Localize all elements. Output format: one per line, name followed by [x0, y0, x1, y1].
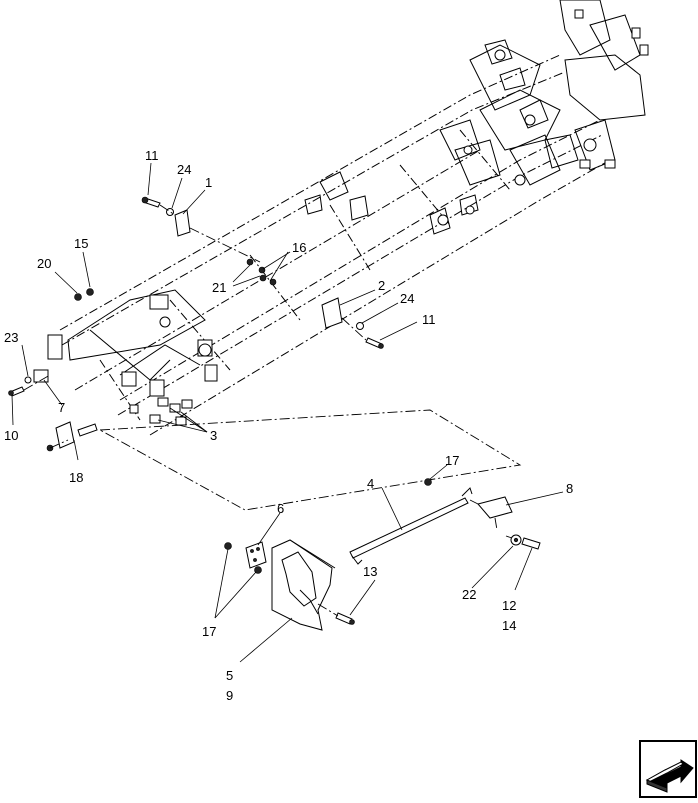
callout-5: 5	[226, 668, 233, 683]
callout-21: 21	[212, 280, 226, 295]
nut-17-left-b	[254, 566, 262, 574]
bracket-assembly-upper	[141, 196, 261, 263]
nuts-20-15	[74, 288, 94, 301]
leader-lines	[11, 162, 564, 663]
callout-11: 11	[145, 148, 159, 163]
rod-assembly-boundary	[98, 409, 522, 511]
callout-8: 8	[566, 481, 573, 496]
callout-18: 18	[69, 470, 83, 485]
callout-11: 11	[422, 312, 436, 327]
front-hardware	[8, 369, 98, 452]
callout-13: 13	[363, 564, 377, 579]
callout-6: 6	[277, 501, 284, 516]
callout-20: 20	[37, 256, 51, 271]
callout-9: 9	[226, 688, 233, 703]
callout-24: 24	[177, 162, 191, 177]
callout-1: 1	[205, 175, 212, 190]
bolt-13	[317, 603, 355, 625]
hardware-16-21	[246, 258, 277, 286]
rod-4	[349, 487, 473, 565]
callout-2: 2	[378, 278, 385, 293]
callout-7: 7	[58, 400, 65, 415]
callout-16: 16	[292, 240, 306, 255]
callout-15: 15	[74, 236, 88, 251]
callout-12: 12	[502, 598, 516, 613]
callout-3: 3	[210, 428, 217, 443]
callout-4: 4	[367, 476, 374, 491]
bracket-assembly-lower	[321, 297, 384, 349]
nut-17-left-a	[224, 542, 232, 550]
callout-17: 17	[445, 453, 459, 468]
callout-22: 22	[462, 587, 476, 602]
next-page-arrow-icon	[639, 740, 697, 798]
callout-10: 10	[4, 428, 18, 443]
plate-6	[245, 541, 267, 569]
callouts: 11 24 1 15 20 16 21 2 24 11 23 7 10 3 18…	[4, 148, 573, 703]
nut-17-right	[424, 478, 432, 486]
callout-17: 17	[202, 624, 216, 639]
hardware-22-12-14	[505, 534, 541, 550]
bracket-8	[477, 496, 513, 519]
callout-23: 23	[4, 330, 18, 345]
callout-24: 24	[400, 291, 414, 306]
chassis-frame	[47, 0, 649, 436]
next-page-button[interactable]	[639, 740, 697, 798]
callout-14: 14	[502, 618, 516, 633]
shield-5-9	[271, 539, 336, 631]
